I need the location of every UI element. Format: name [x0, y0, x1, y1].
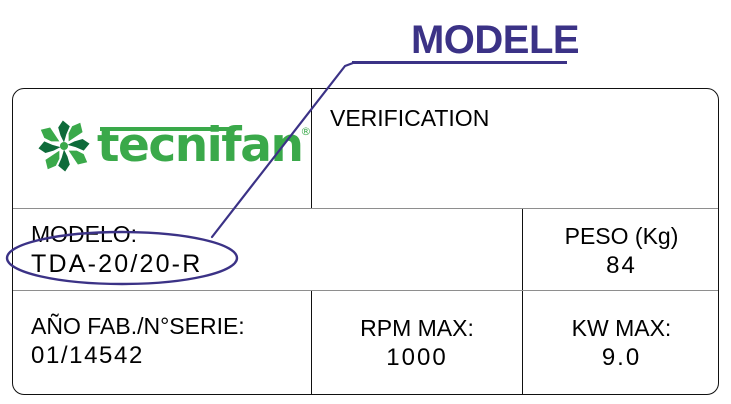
verification-label: VERIFICATION: [330, 105, 490, 131]
year-serial-value: 01/14542: [31, 342, 144, 369]
annotation-title: MODELE: [410, 18, 580, 62]
model-value: TDA-20/20-R: [31, 250, 203, 278]
kw-max-value: 9.0: [601, 344, 642, 371]
rpm-max-label: RPM MAX:: [360, 315, 474, 341]
weight-cell: PESO (Kg) 84: [522, 209, 720, 290]
nameplate-row-header: tecnifan ® VERIFICATION: [13, 89, 718, 208]
weight-value: 84: [606, 252, 637, 279]
model-label: MODELO:: [31, 221, 138, 247]
kw-max-label: KW MAX:: [571, 315, 672, 341]
registered-trademark-icon: ®: [300, 125, 312, 138]
rpm-max-cell: RPM MAX: 1000: [311, 291, 522, 394]
logo-overbar: [100, 127, 236, 131]
logo-wordmark: tecnifan ®: [97, 117, 311, 175]
rpm-max-value: 1000: [386, 344, 448, 371]
nameplate-table: tecnifan ® VERIFICATION MODELO: TDA-20/2…: [12, 88, 719, 395]
verification-cell: VERIFICATION: [311, 89, 720, 208]
year-serial-cell: AÑO FAB./N°SERIE: 01/14542: [13, 291, 311, 394]
logo-text: tecnifan: [97, 118, 304, 173]
fan-propeller-icon: [38, 120, 90, 172]
weight-label: PESO (Kg): [564, 223, 679, 249]
nameplate-row-specs: AÑO FAB./N°SERIE: 01/14542 RPM MAX: 1000…: [13, 290, 718, 394]
annotation-title-underline: [352, 61, 567, 64]
model-cell: MODELO: TDA-20/20-R: [13, 209, 522, 290]
logo-cell: tecnifan ®: [13, 89, 311, 208]
nameplate-row-model: MODELO: TDA-20/20-R PESO (Kg) 84: [13, 208, 718, 290]
year-serial-label: AÑO FAB./N°SERIE:: [31, 313, 245, 339]
tecnifan-logo: tecnifan ®: [35, 111, 311, 181]
kw-max-cell: KW MAX: 9.0: [522, 291, 720, 394]
